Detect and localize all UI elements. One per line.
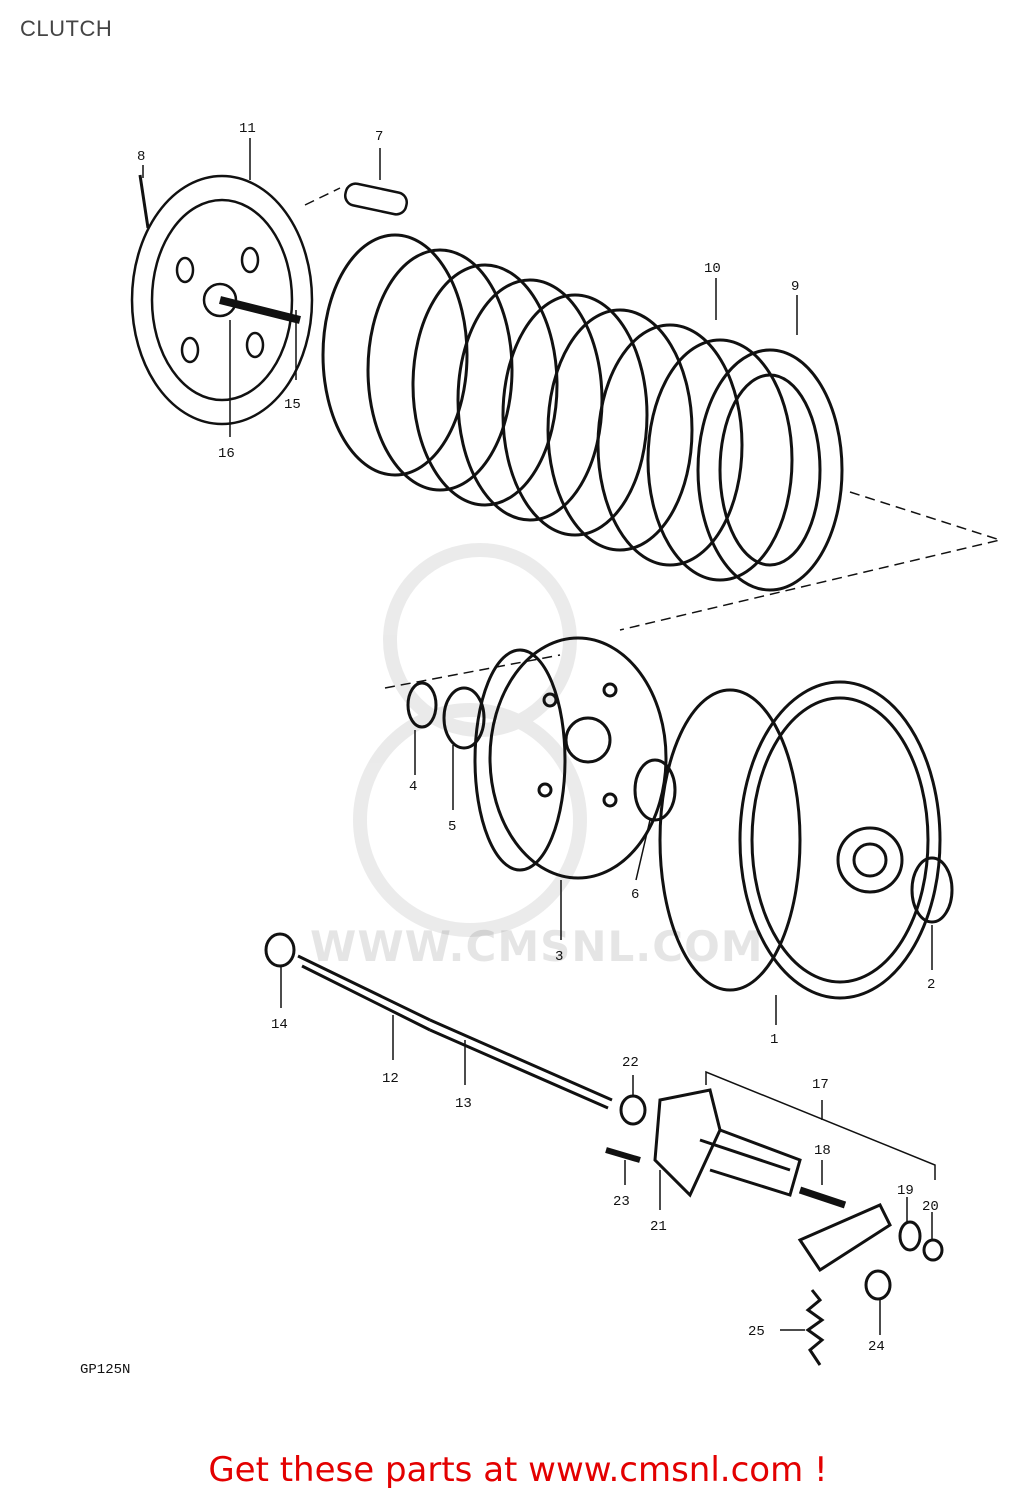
model-code: GP125N xyxy=(80,1362,131,1378)
thrust-washers xyxy=(406,681,486,750)
callout-20: 20 xyxy=(922,1199,939,1215)
callout-18: 18 xyxy=(814,1143,831,1159)
oil-seal xyxy=(264,932,296,968)
arm-nut xyxy=(922,1238,944,1262)
watermark-logo xyxy=(353,543,587,937)
cta-link[interactable]: Get these parts at www.cmsnl.com ! xyxy=(208,1450,828,1490)
screw xyxy=(605,1147,641,1163)
callout-16: 16 xyxy=(218,446,235,462)
page-title: CLUTCH xyxy=(20,16,113,41)
callout-numbers: 1 2 3 4 5 6 7 8 9 10 11 12 13 14 15 16 1… xyxy=(137,121,939,1355)
callout-12: 12 xyxy=(382,1071,399,1087)
pin xyxy=(138,174,150,229)
callout-22: 22 xyxy=(622,1055,639,1071)
callout-24: 24 xyxy=(868,1339,885,1355)
callout-25: 25 xyxy=(748,1324,765,1340)
callout-7: 7 xyxy=(375,129,383,145)
thrust-washer-2 xyxy=(910,856,954,924)
arm-bushing xyxy=(864,1269,892,1301)
watermark-text: WWW.CMSNL.COM xyxy=(310,922,764,971)
hub-washer xyxy=(633,758,677,822)
callout-23: 23 xyxy=(613,1194,630,1210)
clutch-spring xyxy=(344,182,408,216)
clutch-hub xyxy=(473,636,668,880)
callout-9: 9 xyxy=(791,279,799,295)
callout-bracket-17 xyxy=(705,1070,936,1180)
callout-19: 19 xyxy=(897,1183,914,1199)
return-spring xyxy=(805,1289,825,1366)
callout-14: 14 xyxy=(271,1017,288,1033)
clutch-housing xyxy=(658,680,942,1000)
callout-3: 3 xyxy=(555,949,563,965)
leader-lines xyxy=(142,138,933,1335)
callout-5: 5 xyxy=(448,819,456,835)
arm-washer xyxy=(898,1220,922,1252)
push-rods xyxy=(297,954,613,1110)
clutch-plate-stack xyxy=(321,233,844,592)
callout-8: 8 xyxy=(137,149,145,165)
callout-6: 6 xyxy=(631,887,639,903)
clutch-release-body xyxy=(653,1088,802,1198)
alignment-lines xyxy=(304,187,1003,689)
callout-15: 15 xyxy=(284,397,301,413)
callout-10: 10 xyxy=(704,261,721,277)
release-arm xyxy=(797,1203,892,1273)
callout-11: 11 xyxy=(239,121,256,137)
callout-17: 17 xyxy=(812,1077,829,1093)
callout-1: 1 xyxy=(770,1032,778,1048)
callout-21: 21 xyxy=(650,1219,667,1235)
pressure-plate xyxy=(130,174,314,426)
callout-2: 2 xyxy=(927,977,935,993)
release-bearing xyxy=(619,1094,647,1126)
callout-4: 4 xyxy=(409,779,417,795)
callout-13: 13 xyxy=(455,1096,472,1112)
release-pin xyxy=(798,1186,847,1209)
